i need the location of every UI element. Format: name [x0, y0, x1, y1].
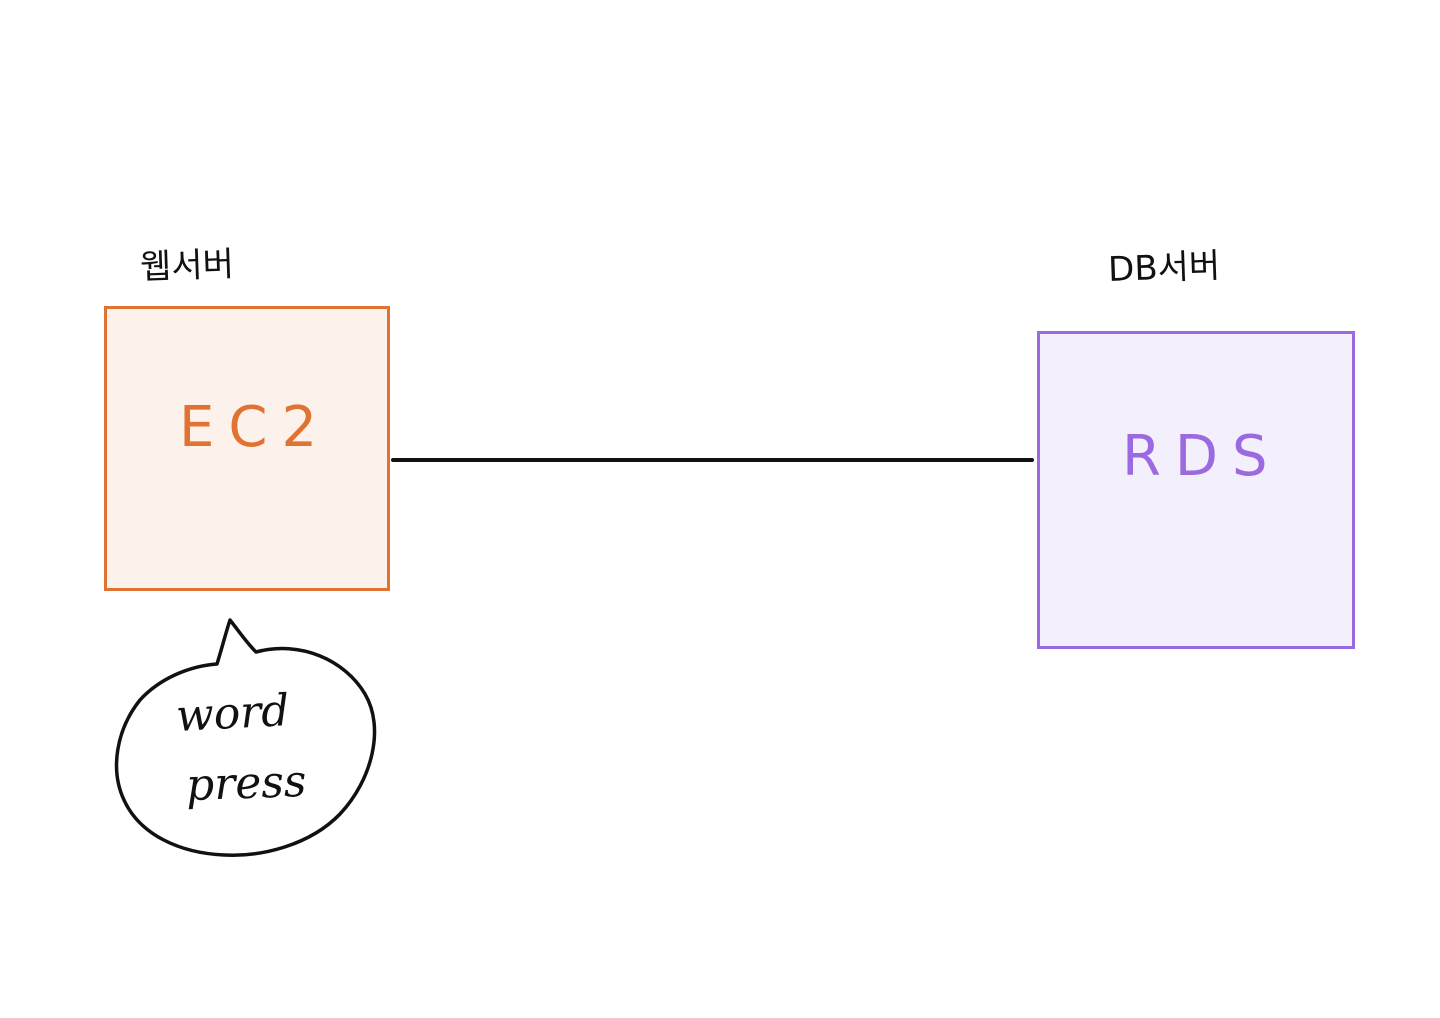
rds-node: RDS: [1037, 331, 1355, 649]
ec2-node: EC2: [104, 306, 390, 591]
ec2-node-label: EC2: [179, 395, 332, 460]
rds-node-label: RDS: [1122, 424, 1282, 489]
web-server-label: 웹서버: [139, 244, 235, 288]
bubble-text-line-1: word: [174, 685, 291, 742]
bubble-text-line-2: press: [185, 755, 308, 812]
db-server-label: DB서버: [1107, 246, 1221, 290]
